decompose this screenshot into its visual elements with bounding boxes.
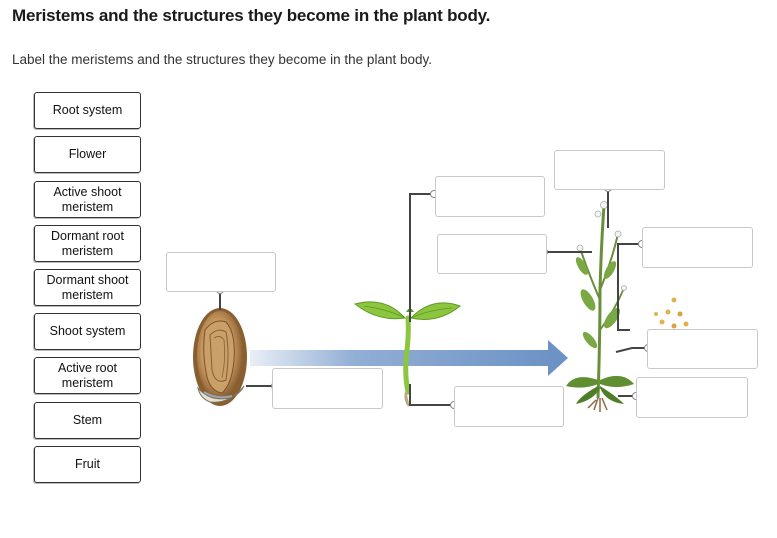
plant-middle-right-target[interactable]	[647, 329, 758, 369]
leader-lines	[219, 188, 648, 406]
label-text: Fruit	[75, 457, 100, 471]
plant-upper-left-target[interactable]	[437, 234, 547, 274]
label-card-dormant-root-meristem[interactable]: Dormant root meristem	[34, 225, 141, 262]
label-text: Stem	[72, 413, 103, 427]
label-card-root-system[interactable]: Root system	[34, 92, 141, 129]
plant-top-flower-target[interactable]	[554, 150, 665, 190]
label-text: Flower	[68, 147, 107, 161]
label-text: Dormant root meristem	[51, 228, 124, 258]
seedling-root-tip-target[interactable]	[454, 386, 564, 427]
label-card-active-shoot-meristem[interactable]: Active shoot meristem	[34, 181, 141, 218]
label-text: Active shoot meristem	[53, 184, 122, 214]
label-text: Shoot system	[49, 324, 126, 338]
seed-cluster-illustration	[654, 297, 689, 329]
label-card-active-root-meristem[interactable]: Active root meristem	[34, 357, 141, 394]
seedling-shoot-tip-target[interactable]	[435, 176, 545, 217]
seed-bottom-target[interactable]	[272, 368, 383, 409]
question-instructions: Label the meristems and the structures t…	[12, 52, 432, 67]
label-card-fruit[interactable]: Fruit	[34, 446, 141, 483]
label-text: Active root meristem	[57, 360, 118, 390]
plant-upper-right-target[interactable]	[642, 227, 753, 268]
question-title: Meristems and the structures they become…	[12, 6, 491, 25]
label-text: Dormant shoot meristem	[46, 272, 129, 302]
seed-illustration	[193, 308, 247, 406]
growth-arrow	[250, 340, 568, 376]
label-card-stem[interactable]: Stem	[34, 402, 141, 439]
seed-top-target[interactable]	[166, 252, 276, 292]
plant-root-right-target[interactable]	[636, 377, 748, 418]
label-card-flower[interactable]: Flower	[34, 136, 141, 173]
mature-plant-illustration	[566, 201, 634, 412]
seedling-illustration	[353, 301, 462, 407]
label-card-dormant-shoot-meristem[interactable]: Dormant shoot meristem	[34, 269, 141, 306]
label-card-shoot-system[interactable]: Shoot system	[34, 313, 141, 350]
label-text: Root system	[52, 103, 123, 117]
